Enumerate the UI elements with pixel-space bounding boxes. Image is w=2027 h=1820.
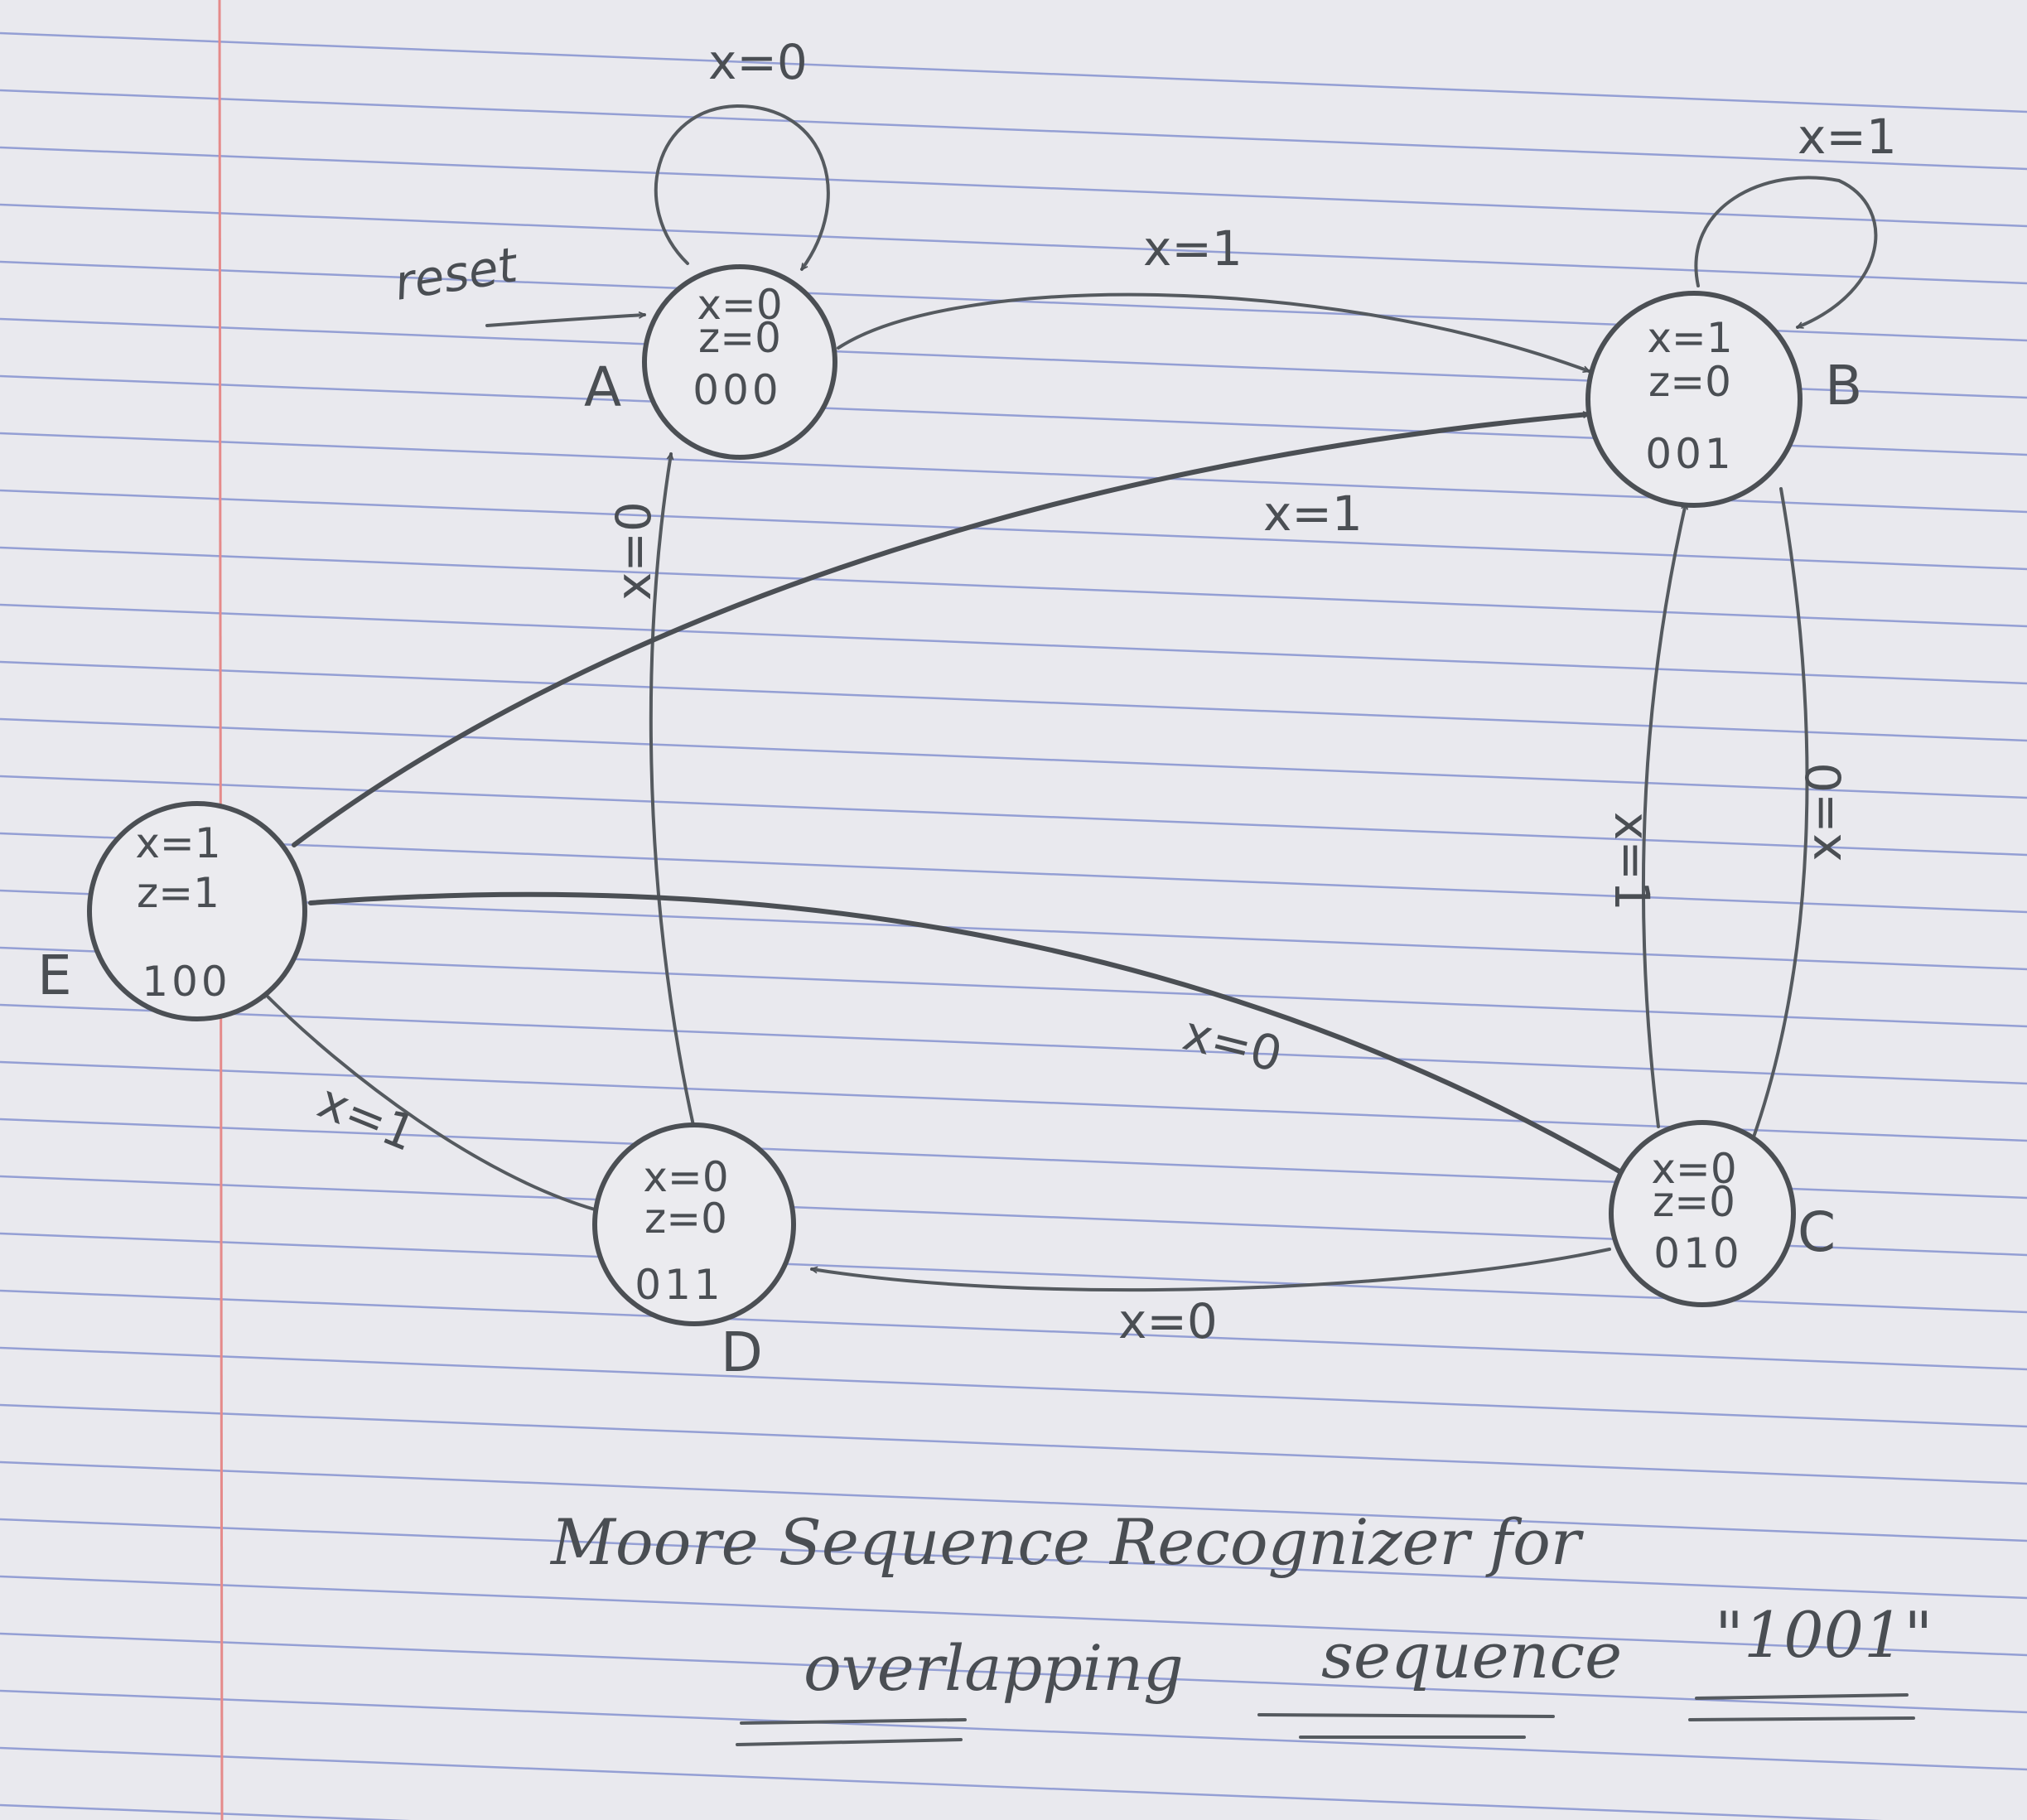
edge-a-self-loop xyxy=(654,104,830,269)
state-e-code: 100 xyxy=(142,958,230,1006)
ruled-line xyxy=(0,31,2027,113)
state-c-input: x=0 xyxy=(1651,1145,1736,1193)
ruled-line xyxy=(0,603,2027,685)
ruled-line xyxy=(0,889,2027,971)
state-c-output: z=0 xyxy=(1653,1178,1735,1226)
ruled-lines xyxy=(0,31,2027,1820)
state-c-name: C xyxy=(1798,1200,1836,1264)
state-a-output: z=0 xyxy=(698,314,781,362)
state-d-code: 011 xyxy=(635,1261,723,1309)
state-a-name: A xyxy=(584,355,621,419)
ruled-line xyxy=(0,203,2027,285)
edge-e-to-b xyxy=(292,414,1591,847)
ruled-line xyxy=(0,89,2027,171)
underline-overlapping-1 xyxy=(740,1718,967,1725)
state-c-circle xyxy=(1609,1120,1796,1307)
state-b-code: 001 xyxy=(1645,430,1734,478)
caption-overlapping: overlapping xyxy=(804,1631,1184,1705)
state-b: x=1 z=0 001 B xyxy=(1585,291,1862,508)
ruled-line xyxy=(0,1803,411,1820)
ruled-line xyxy=(0,1518,2027,1600)
state-d-input: x=0 xyxy=(643,1153,728,1201)
underline-sequence-1 xyxy=(1257,1713,1555,1718)
caption: Moore Sequence Recognizer for overlappin… xyxy=(549,1505,1933,1746)
ruled-line xyxy=(0,717,2027,799)
label-a-to-b: x=1 xyxy=(1143,220,1243,277)
label-e-to-c: x=0 xyxy=(1178,1005,1288,1084)
label-c-to-b: x=1 xyxy=(1604,812,1660,911)
underline-1001-1 xyxy=(1695,1693,1909,1700)
state-d-output: z=0 xyxy=(644,1195,727,1243)
ruled-line xyxy=(0,1346,2027,1428)
ruled-line xyxy=(0,546,2027,628)
ruled-line xyxy=(0,1403,2027,1485)
ruled-line xyxy=(0,946,2027,1028)
label-d-to-a: x=0 xyxy=(606,501,662,601)
state-c-code: 010 xyxy=(1653,1229,1742,1277)
label-c-to-d: x=0 xyxy=(1118,1293,1218,1349)
state-e-circle xyxy=(87,801,307,1021)
ruled-line xyxy=(0,775,2027,857)
state-e-output: z=1 xyxy=(137,869,220,917)
ruled-line xyxy=(0,146,2027,228)
underline-1001-2 xyxy=(1688,1716,1915,1721)
ruled-line xyxy=(0,1632,2027,1714)
reset-label: reset xyxy=(391,236,523,311)
ruled-line xyxy=(0,660,2027,742)
caption-1001: "1001" xyxy=(1715,1598,1933,1672)
state-a: x=0 z=0 000 A xyxy=(584,264,837,460)
ruled-line xyxy=(0,489,2027,571)
ruled-line xyxy=(0,1460,2027,1542)
edge-c-to-d xyxy=(812,1248,1611,1292)
state-d: x=0 z=0 011 D xyxy=(592,1122,796,1384)
label-e-to-b: x=1 xyxy=(1263,485,1363,542)
ruled-line xyxy=(0,1289,2027,1371)
state-a-code: 000 xyxy=(693,366,781,414)
caption-sequence: sequence xyxy=(1321,1619,1622,1692)
ruled-line xyxy=(0,832,2027,914)
state-b-circle xyxy=(1585,291,1803,508)
edge-d-to-a xyxy=(649,454,696,1131)
state-b-output: z=0 xyxy=(1648,358,1731,406)
edge-c-to-b xyxy=(1641,504,1686,1128)
ruled-line xyxy=(0,1746,1884,1820)
state-e-input: x=1 xyxy=(135,819,220,867)
state-a-input: x=0 xyxy=(697,281,782,329)
ruled-line xyxy=(0,1689,2027,1771)
label-a-self-loop: x=0 xyxy=(708,34,808,90)
edge-d-to-e xyxy=(262,991,596,1211)
label-b-self-loop: x=1 xyxy=(1798,109,1897,165)
caption-line1: Moore Sequence Recognizer for xyxy=(549,1505,1585,1579)
edge-b-self-loop xyxy=(1694,176,1878,329)
state-e-name: E xyxy=(37,944,72,1007)
ruled-line xyxy=(0,1003,2027,1085)
state-b-name: B xyxy=(1825,354,1862,418)
edge-b-to-c xyxy=(1746,487,1809,1153)
state-e: x=1 z=1 100 E xyxy=(37,801,307,1021)
edge-e-to-c xyxy=(308,891,1628,1177)
state-c: x=0 z=0 010 C xyxy=(1609,1120,1836,1307)
state-a-circle xyxy=(642,264,837,460)
state-b-input: x=1 xyxy=(1647,314,1732,362)
underline-overlapping-2 xyxy=(736,1738,963,1746)
label-d-to-e: x=1 xyxy=(311,1073,424,1162)
edge-reset-arrow xyxy=(485,315,646,327)
ruled-line xyxy=(0,1575,2027,1657)
state-d-name: D xyxy=(721,1320,763,1384)
label-b-to-c: x=0 xyxy=(1796,762,1852,862)
edge-a-to-b xyxy=(837,292,1589,373)
edges xyxy=(262,104,1878,1292)
state-d-circle xyxy=(592,1122,796,1326)
